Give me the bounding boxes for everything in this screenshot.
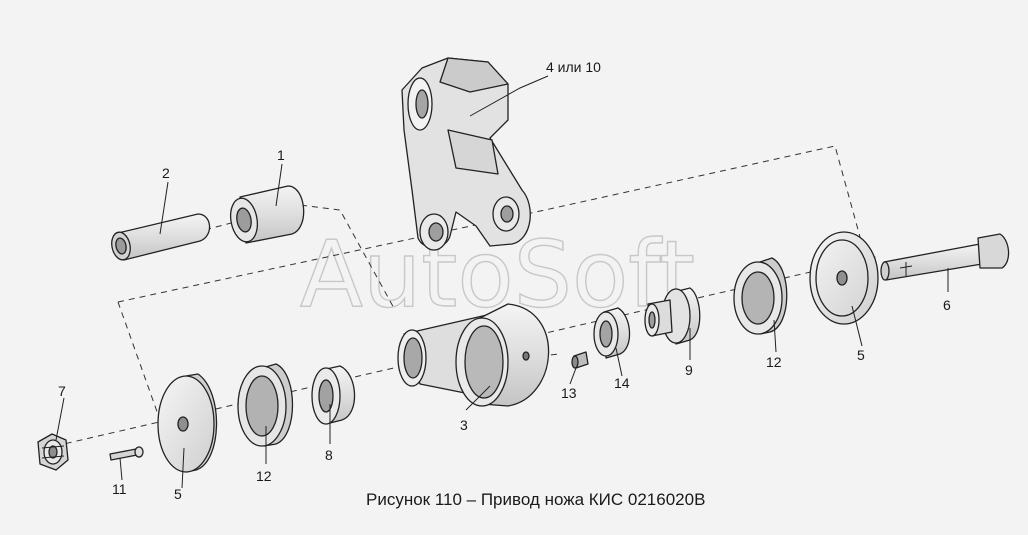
- label-part-6: 6: [943, 297, 951, 313]
- label-lever-4-or-10: 4 или 10: [546, 59, 601, 75]
- label-part-12-left: 12: [256, 468, 272, 484]
- label-part-13: 13: [561, 385, 577, 401]
- callout-labels: 4 или 10 1 2 3 6 7 8 9 11 12 12 13 14 5 …: [58, 59, 951, 502]
- seal-part-12-left: [237, 363, 294, 447]
- castle-nut-part-7: [37, 433, 69, 471]
- housing-part-3: [397, 303, 550, 407]
- figure-caption: Рисунок 110 – Привод ножа КИС 0216020В: [366, 490, 705, 509]
- label-part-2: 2: [162, 165, 170, 181]
- cotter-pin-part-11: [109, 446, 144, 461]
- label-part-9: 9: [685, 362, 693, 378]
- ring-part-8: [311, 365, 356, 425]
- disc-part-5-right: [809, 231, 879, 325]
- lever-part-4-or-10: [401, 57, 531, 251]
- label-part-11: 11: [112, 481, 127, 497]
- label-part-3: 3: [460, 417, 468, 433]
- bushing-part-1: [229, 185, 305, 244]
- bolt-part-6: [880, 233, 1010, 281]
- label-part-7: 7: [58, 383, 66, 399]
- label-part-12-right: 12: [766, 354, 782, 370]
- label-part-1: 1: [277, 147, 285, 163]
- ring-part-14: [593, 307, 631, 359]
- label-part-5-right: 5: [857, 347, 865, 363]
- sleeve-part-2: [111, 213, 211, 261]
- disc-part-5-left: [157, 373, 218, 473]
- fitting-part-13: [571, 351, 589, 369]
- seal-part-12-right: [733, 257, 788, 335]
- label-part-14: 14: [614, 375, 630, 391]
- label-part-8: 8: [325, 447, 333, 463]
- leader-lines: [55, 75, 949, 489]
- label-part-5-left: 5: [174, 486, 182, 502]
- ring-part-9: [644, 287, 701, 345]
